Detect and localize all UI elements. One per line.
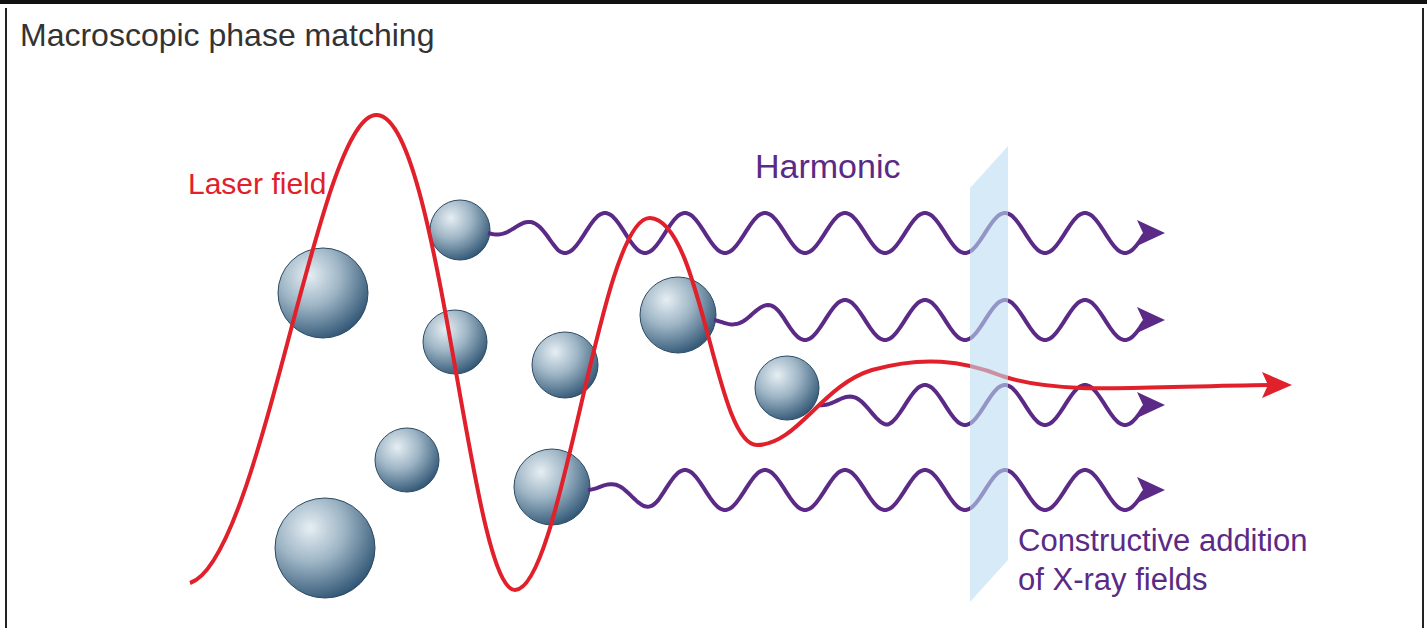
atom-sphere [375,428,439,492]
right-border [1422,8,1424,628]
top-rule [0,0,1427,4]
harmonic-wave [714,300,1144,340]
atom-sphere [755,356,819,420]
harmonic-wave [488,213,1144,253]
laser-arrowhead [1262,372,1292,398]
atom-sphere [514,449,590,525]
harmonic-label: Harmonic [755,146,900,187]
plane-label: Constructive addition of X-ray fields [1018,522,1338,600]
harmonic-arrowhead [1137,477,1165,503]
atom-sphere [430,200,490,260]
harmonic-arrowhead [1137,220,1165,246]
laser-field-curve [190,115,1270,590]
diagram-title: Macroscopic phase matching [20,16,434,54]
left-border [5,8,7,628]
harmonic-wave [588,470,1144,510]
harmonic-arrowhead [1137,392,1165,418]
phase-plane [970,146,1008,602]
atom-sphere [275,498,375,598]
harmonic-arrowhead [1137,307,1165,333]
atom-sphere [532,332,598,398]
laser-label: Laser field [188,166,326,202]
atom-sphere [640,277,716,353]
